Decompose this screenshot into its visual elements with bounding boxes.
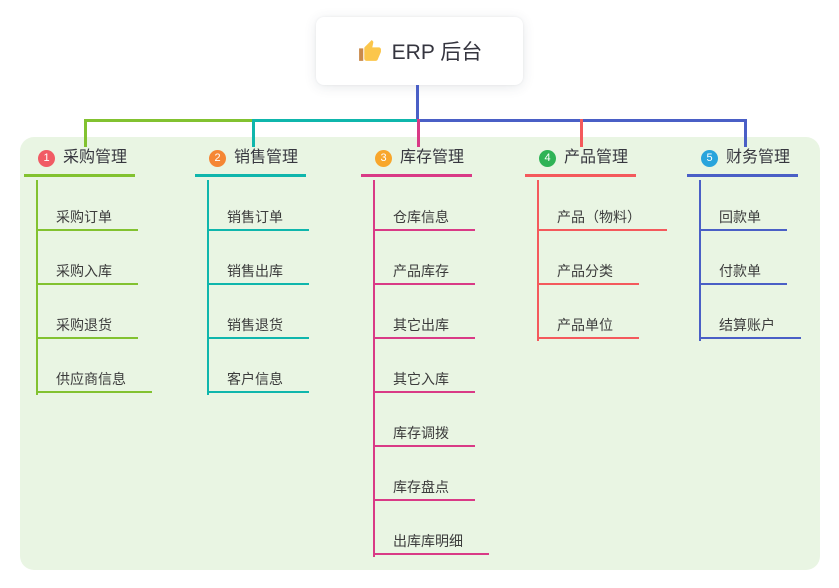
leaf-node[interactable]: 出库库明细 [373, 529, 489, 555]
leaf-node[interactable]: 客户信息 [207, 367, 309, 393]
leaf-node[interactable]: 供应商信息 [36, 367, 152, 393]
branch-node[interactable]: 5 财务管理 [687, 147, 799, 177]
leaf-node[interactable]: 结算账户 [699, 313, 801, 339]
leaf-node[interactable]: 库存调拨 [373, 421, 475, 447]
connector-root-stem [416, 85, 419, 121]
branch-node[interactable]: 4 产品管理 [525, 147, 637, 177]
leaf-node[interactable]: 其它出库 [373, 313, 475, 339]
leaf-node[interactable]: 采购退货 [36, 313, 138, 339]
branch-node[interactable]: 1 采购管理 [24, 147, 136, 177]
branch-index-badge: 2 [209, 149, 226, 167]
branch-node[interactable]: 2 销售管理 [195, 147, 307, 177]
branch-label: 产品管理 [564, 149, 629, 166]
leaf-node[interactable]: 其它入库 [373, 367, 475, 393]
branch-index-badge: 3 [375, 149, 392, 167]
connector-branch-drop [744, 119, 747, 147]
leaf-node[interactable]: 产品单位 [537, 313, 639, 339]
branch-stem-line [36, 180, 38, 395]
branch-index-badge: 4 [539, 149, 556, 167]
branch-stem-line [207, 180, 209, 395]
branches-panel [20, 137, 820, 570]
leaf-node[interactable]: 付款单 [699, 259, 787, 285]
connector-branch-drop [84, 119, 87, 147]
branch-label: 库存管理 [400, 149, 465, 166]
branch-index-badge: 1 [38, 149, 55, 167]
leaf-node[interactable]: 采购订单 [36, 205, 138, 231]
connector-branch-drop [417, 119, 420, 147]
leaf-node[interactable]: 产品分类 [537, 259, 639, 285]
branch-index-badge: 5 [701, 149, 718, 167]
connector-horizontal-segment [252, 119, 417, 122]
leaf-node[interactable]: 库存盘点 [373, 475, 475, 501]
branch-node[interactable]: 3 库存管理 [361, 147, 473, 177]
branch-label: 财务管理 [726, 149, 791, 166]
leaf-node[interactable]: 产品库存 [373, 259, 475, 285]
branch-stem-line [699, 180, 701, 341]
leaf-node[interactable]: 回款单 [699, 205, 787, 231]
branch-stem-line [537, 180, 539, 341]
connector-horizontal-segment [84, 119, 252, 122]
leaf-node[interactable]: 销售退货 [207, 313, 309, 339]
leaf-node[interactable]: 产品（物料） [537, 205, 667, 231]
branch-label: 销售管理 [234, 149, 299, 166]
leaf-node[interactable]: 采购入库 [36, 259, 138, 285]
root-node[interactable]: ERP 后台 [316, 17, 523, 85]
leaf-node[interactable]: 销售出库 [207, 259, 309, 285]
connector-branch-drop [252, 119, 255, 147]
leaf-node[interactable]: 销售订单 [207, 205, 309, 231]
root-title: ERP 后台 [391, 41, 483, 64]
branch-stem-line [373, 180, 375, 557]
connector-branch-drop [580, 119, 583, 147]
branch-label: 采购管理 [63, 149, 128, 166]
thumbs-up-icon [357, 39, 382, 64]
leaf-node[interactable]: 仓库信息 [373, 205, 475, 231]
